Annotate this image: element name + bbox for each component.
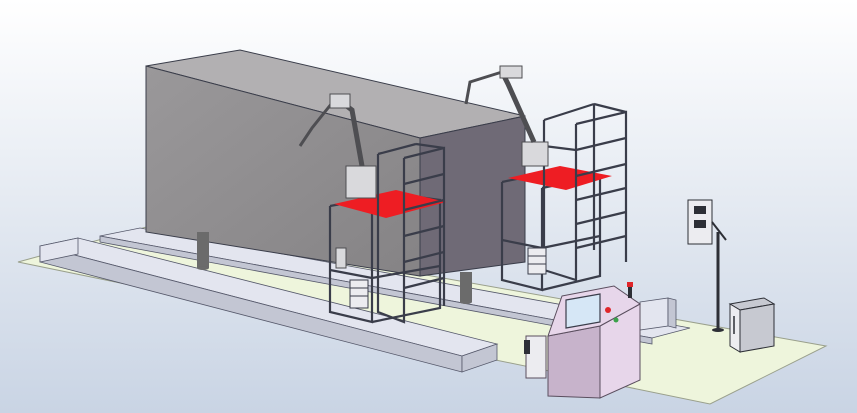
station-2-tower bbox=[542, 102, 628, 282]
welding-robot-icon[interactable] bbox=[464, 65, 549, 167]
wire-drum-icon bbox=[527, 247, 547, 275]
display-pole bbox=[687, 199, 727, 332]
rear-track-rail bbox=[99, 227, 691, 345]
transverse-rail bbox=[639, 297, 677, 331]
station-2-red-platform bbox=[508, 166, 612, 190]
console-side-panel bbox=[525, 335, 547, 379]
support-columns bbox=[197, 232, 472, 304]
welding-robot-icon[interactable] bbox=[298, 93, 377, 269]
start-button[interactable] bbox=[613, 317, 619, 323]
hmi-screen[interactable] bbox=[565, 293, 601, 329]
emergency-stop-button[interactable] bbox=[605, 307, 611, 313]
signal-light-icon bbox=[627, 282, 633, 298]
station-1-red-platform bbox=[334, 190, 446, 218]
pendant-holder bbox=[524, 340, 530, 354]
robot-station-1[interactable] bbox=[298, 93, 446, 324]
front-track-rail bbox=[39, 237, 499, 373]
electrical-cabinet-icon[interactable] bbox=[728, 297, 776, 353]
wire-drum-icon bbox=[349, 279, 369, 309]
robot-station-2[interactable] bbox=[464, 65, 628, 292]
control-console-icon[interactable] bbox=[524, 282, 641, 399]
station-1-tower bbox=[376, 142, 446, 324]
